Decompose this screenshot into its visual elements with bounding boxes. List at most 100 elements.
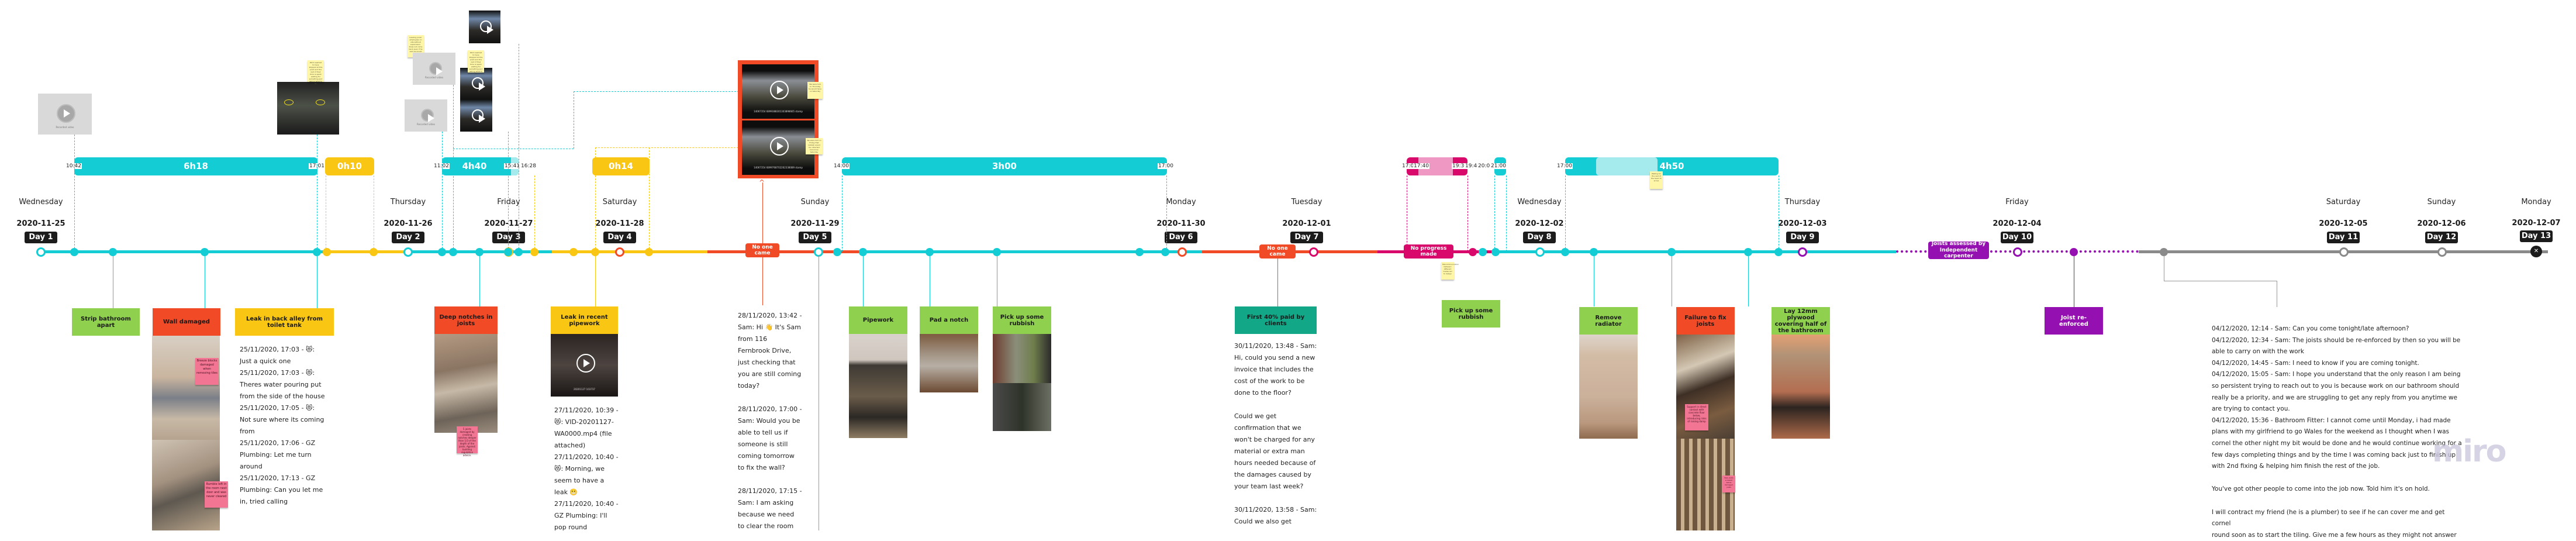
day-node[interactable] bbox=[615, 247, 624, 257]
photo-rubbish-night[interactable] bbox=[993, 383, 1051, 431]
video-thumbnail-door[interactable] bbox=[469, 11, 500, 43]
photo-plywood[interactable] bbox=[1772, 335, 1830, 439]
day-node[interactable] bbox=[2013, 247, 2022, 257]
event-node[interactable] bbox=[1469, 247, 1477, 256]
sticky-note[interactable]: Work seemed to have stopped at this poin… bbox=[468, 50, 484, 75]
event-node[interactable] bbox=[1479, 247, 1487, 256]
day-node[interactable] bbox=[1535, 247, 1545, 257]
photo-rubbish-day[interactable] bbox=[993, 334, 1051, 383]
event-card-lay-plywood[interactable]: Lay 12mm plywood covering half of the ba… bbox=[1772, 307, 1830, 335]
event-card-pick-up-rubbish-2[interactable]: Pick up some rubbish bbox=[1442, 300, 1500, 328]
sticky-note[interactable]: We were told on Friday that rubbish woul… bbox=[806, 138, 823, 154]
event-card-pick-up-rubbish[interactable]: Pick up some rubbish bbox=[993, 306, 1051, 334]
photo-radiator[interactable] bbox=[1579, 335, 1638, 439]
event-card-strip-bathroom[interactable]: Strip bathroom apart bbox=[72, 308, 140, 336]
video-thumbnail-door[interactable] bbox=[460, 99, 492, 132]
event-node[interactable] bbox=[926, 247, 934, 256]
event-node[interactable] bbox=[201, 247, 209, 256]
event-node[interactable] bbox=[449, 247, 457, 256]
duration-bar[interactable]: 0h14 bbox=[592, 157, 650, 175]
sticky-note[interactable]: We were told on Thursday he would have o… bbox=[807, 82, 823, 99]
day-node[interactable] bbox=[2437, 247, 2447, 257]
event-card-remove-radiator[interactable]: Remove radiator bbox=[1579, 307, 1638, 335]
play-icon[interactable] bbox=[57, 104, 75, 123]
duration-bar[interactable]: 3h00 bbox=[842, 157, 1167, 175]
event-node[interactable] bbox=[1774, 247, 1783, 256]
photo-joists[interactable] bbox=[434, 334, 498, 433]
event-node[interactable] bbox=[70, 247, 78, 256]
event-node[interactable] bbox=[514, 247, 523, 256]
event-card-leak-pipework[interactable]: Leak in recent pipework bbox=[551, 306, 618, 334]
play-icon[interactable] bbox=[429, 61, 443, 75]
duration-bar[interactable]: 0h10 bbox=[325, 157, 374, 175]
sticky-note[interactable]: 5 joists damaged by creating notches dee… bbox=[457, 426, 478, 457]
status-pill-no-progress[interactable]: No progress made bbox=[1404, 244, 1453, 259]
event-node[interactable] bbox=[1667, 247, 1676, 256]
sticky-note[interactable]: Waiting for the rest of the team to arri… bbox=[1650, 171, 1663, 189]
event-node[interactable] bbox=[833, 247, 841, 256]
event-node[interactable] bbox=[2070, 247, 2078, 256]
event-card-first-payment[interactable]: First 40% paid by clients bbox=[1235, 306, 1317, 334]
sticky-note[interactable]: Rumble left in the room next door and wa… bbox=[205, 481, 228, 508]
event-card-joist-reenforced[interactable]: Joist re-enforced bbox=[2045, 307, 2103, 335]
duration-bar[interactable]: 4h40 bbox=[442, 157, 519, 175]
event-node[interactable] bbox=[1135, 247, 1144, 256]
play-icon[interactable] bbox=[770, 80, 789, 99]
event-card-deep-notches[interactable]: Deep notches in joists bbox=[434, 306, 498, 334]
event-node[interactable] bbox=[530, 247, 538, 256]
sticky-note[interactable]: Miscommunication between different trade… bbox=[1441, 262, 1459, 280]
sticky-note[interactable]: Work seemed to have stopped at this poin… bbox=[308, 60, 324, 85]
photo-pad-notch[interactable] bbox=[920, 334, 978, 392]
event-node[interactable] bbox=[2160, 247, 2168, 256]
video-doorbell-1[interactable]: 14067354 6899388301303898665 stamp bbox=[742, 64, 814, 119]
event-node[interactable] bbox=[370, 247, 378, 256]
video-doorbell-2[interactable]: 14067354 6899768702262338089 stamp bbox=[742, 120, 814, 175]
event-node[interactable] bbox=[475, 247, 484, 256]
event-node[interactable] bbox=[1161, 247, 1169, 256]
event-card-failure-fix-joists[interactable]: Failure to fix joists bbox=[1676, 307, 1735, 335]
event-node[interactable] bbox=[1561, 247, 1569, 256]
sticky-note[interactable]: Support in direct contact with concrete … bbox=[1685, 404, 1708, 430]
event-card-wall-damaged[interactable]: Wall damaged bbox=[153, 308, 220, 336]
day-node[interactable] bbox=[1177, 247, 1187, 257]
status-pill-no-one-came[interactable]: No one came bbox=[1259, 244, 1296, 259]
status-pill-joists-assessed[interactable]: Joists assessed by Independent carpenter bbox=[1928, 241, 1989, 259]
event-node[interactable] bbox=[1590, 247, 1598, 256]
play-icon[interactable] bbox=[770, 136, 789, 156]
event-card-pad-notch[interactable]: Pad a notch bbox=[920, 306, 978, 334]
photo-wall-damage[interactable] bbox=[152, 336, 220, 440]
status-pill-no-one-came[interactable]: No one came bbox=[745, 243, 779, 257]
video-thumbnail-camera[interactable] bbox=[277, 82, 339, 135]
photo-pipework[interactable] bbox=[849, 334, 907, 438]
duration-bar[interactable]: 6h18 bbox=[74, 157, 317, 175]
play-icon[interactable] bbox=[576, 354, 595, 373]
video-thumbnail[interactable]: Recorded video bbox=[38, 94, 92, 135]
event-node[interactable] bbox=[645, 247, 653, 256]
event-card-pipework[interactable]: Pipework bbox=[849, 306, 907, 334]
video-thumbnail[interactable]: Recorded video bbox=[405, 99, 447, 132]
day-node[interactable] bbox=[403, 247, 413, 257]
event-node[interactable] bbox=[1744, 247, 1752, 256]
event-node[interactable] bbox=[109, 247, 117, 256]
event-node[interactable] bbox=[859, 247, 867, 256]
event-node[interactable] bbox=[323, 247, 331, 256]
day-node[interactable] bbox=[36, 247, 46, 257]
duration-bar[interactable]: 4h50 bbox=[1565, 157, 1779, 175]
event-node[interactable] bbox=[438, 247, 446, 256]
event-node[interactable] bbox=[569, 247, 578, 256]
day-node[interactable] bbox=[1309, 247, 1318, 257]
video-thumbnail[interactable]: Recorded video bbox=[413, 53, 455, 85]
event-card-leak-back-alley[interactable]: Leak in back alley from toilet tank bbox=[235, 308, 334, 336]
play-icon[interactable] bbox=[420, 108, 434, 122]
event-node[interactable] bbox=[313, 247, 321, 256]
sticky-note[interactable]: Breeze blocks damaged when removing tile… bbox=[195, 358, 219, 385]
video-thumbnail-door[interactable] bbox=[460, 68, 492, 99]
sticky-note[interactable]: New joists screwed below damaged joists bbox=[1722, 475, 1735, 492]
day-node[interactable] bbox=[1798, 247, 1807, 257]
video-leak[interactable]: 20201127 103737 bbox=[551, 334, 618, 397]
end-node-close-icon[interactable]: ✕ bbox=[2530, 246, 2542, 257]
event-node[interactable] bbox=[504, 247, 512, 256]
play-icon[interactable] bbox=[471, 109, 485, 123]
event-node[interactable] bbox=[1491, 247, 1500, 256]
event-node[interactable] bbox=[993, 247, 1001, 256]
